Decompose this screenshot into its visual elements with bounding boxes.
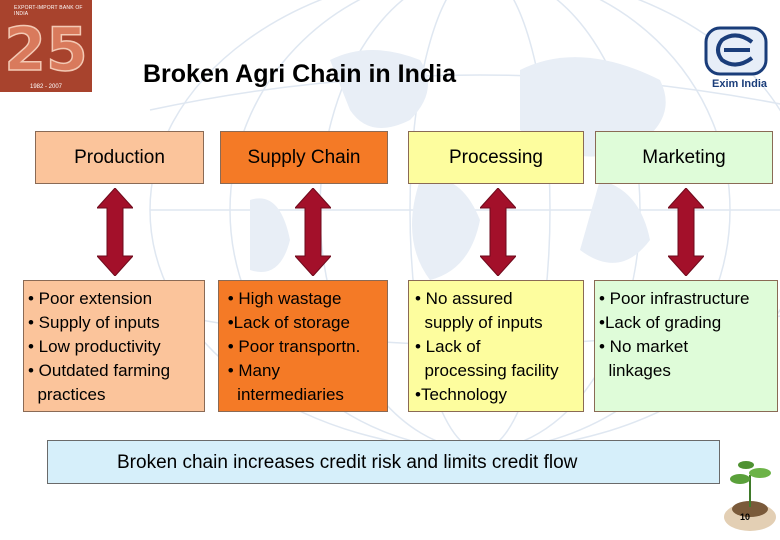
slide-title: Broken Agri Chain in India [143,60,456,88]
double-arrow-icon [295,188,331,276]
page-number: 10 [740,512,751,522]
production-issues: • Poor extension • Supply of inputs • Lo… [23,280,205,412]
exim-emblem-icon [704,26,768,76]
anniversary-logo: EXPORT-IMPORT BANK OF INDIA 25 1982 - 20… [0,0,92,92]
brand-name: Exim India [712,78,768,90]
logo-years: 1982 - 2007 [29,84,63,90]
stage-marketing: Marketing [595,131,773,184]
logo-header-text: EXPORT-IMPORT BANK OF INDIA [14,5,83,17]
summary-banner: Broken chain increases credit risk and l… [47,440,720,484]
double-arrow-icon [480,188,516,276]
processing-issues: • No assured supply of inputs • Lack of … [408,280,584,412]
stage-processing: Processing [408,131,584,184]
double-arrow-icon [668,188,704,276]
supply-chain-issues: • High wastage •Lack of storage • Poor t… [218,280,388,412]
logo-header: EXPORT-IMPORT BANK OF INDIA [0,0,92,17]
stage-supply-chain: Supply Chain [220,131,388,184]
stage-production: Production [35,131,204,184]
logo-number: 25 [4,15,88,82]
exim-logo: Exim India [700,26,780,96]
anniversary-25-icon: 25 [4,14,89,82]
marketing-issues: • Poor infrastructure •Lack of grading •… [594,280,778,412]
plant-in-hands-icon [724,461,776,531]
double-arrow-icon [97,188,133,276]
